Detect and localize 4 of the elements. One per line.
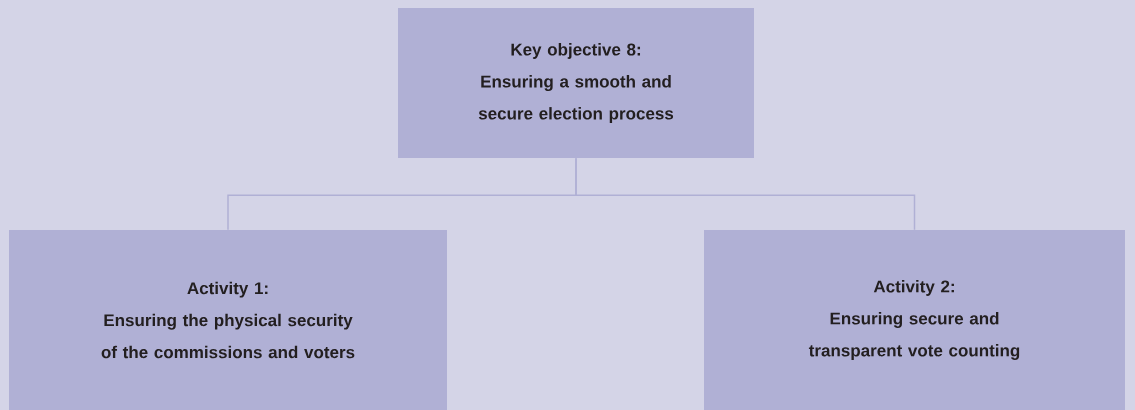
objective-box: Key objective 8: Ensuring a smooth and secure election process bbox=[398, 8, 754, 158]
activity-box: Activity 2: Ensuring secure and transparent vote counting bbox=[704, 230, 1125, 410]
activity-box: Activity 1: Ensuring the physical security of the commissions and voters bbox=[9, 230, 447, 410]
connector-line bbox=[575, 157, 916, 231]
